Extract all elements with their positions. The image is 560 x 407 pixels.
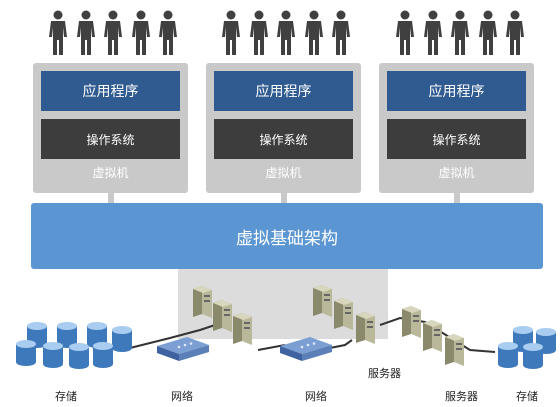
user-icon: [49, 10, 67, 55]
user-icon: [159, 10, 177, 55]
user-icon: [76, 10, 95, 55]
storage-array-left: [16, 322, 132, 369]
user-group-2: [221, 10, 351, 56]
cable: [257, 344, 286, 351]
user-icon: [277, 10, 295, 55]
user-icon: [131, 10, 150, 55]
vm-2: 应用程序 操作系统 虚拟机: [206, 63, 361, 193]
label-storage-left: 存储: [55, 390, 77, 403]
user-icon: [506, 10, 524, 55]
vm-2-label: 虚拟机: [265, 166, 302, 180]
vm-connector-1: [108, 193, 114, 203]
vm-3-application: 应用程序: [387, 71, 526, 111]
vm-1-label: 虚拟机: [92, 166, 129, 180]
vm-2-application: 应用程序: [214, 71, 353, 111]
vm-3: 应用程序 操作系统 虚拟机: [379, 63, 534, 193]
user-group-3: [395, 10, 525, 56]
vm-3-operating-system: 操作系统: [387, 119, 526, 159]
server-rack-left: [193, 286, 252, 345]
label-network-middle: 网络: [305, 390, 327, 403]
cable: [379, 316, 496, 353]
user-icon: [423, 10, 442, 55]
user-icon: [478, 10, 497, 55]
user-group-1: [48, 10, 178, 56]
vm-3-label: 虚拟机: [438, 166, 475, 180]
label-network-left: 网络: [171, 390, 193, 403]
virtual-infrastructure-bar: 虚拟基础架构: [31, 203, 543, 269]
user-icon: [396, 10, 414, 55]
cable: [329, 339, 353, 349]
user-icon: [249, 10, 268, 55]
user-icon: [222, 10, 240, 55]
vm-1: 应用程序 操作系统 虚拟机: [33, 63, 188, 193]
vm-1-application: 应用程序: [41, 71, 180, 111]
label-servers-right: 服务器: [445, 390, 478, 403]
server-rack-right: [402, 306, 464, 366]
vm-connector-3: [454, 193, 460, 203]
vm-2-operating-system: 操作系统: [214, 119, 353, 159]
vm-1-operating-system: 操作系统: [41, 119, 180, 159]
storage-array-right: [498, 326, 556, 369]
label-servers-middle: 服务器: [368, 367, 401, 380]
user-icon: [104, 10, 122, 55]
server-rack-middle: [313, 285, 375, 344]
user-icon: [451, 10, 469, 55]
label-storage-right: 存储: [516, 390, 538, 403]
user-icon: [332, 10, 350, 55]
cable: [129, 324, 216, 349]
network-switch-middle: [280, 337, 332, 361]
network-switch-left: [157, 337, 209, 361]
vm-connector-2: [281, 193, 287, 203]
user-icon: [304, 10, 323, 55]
